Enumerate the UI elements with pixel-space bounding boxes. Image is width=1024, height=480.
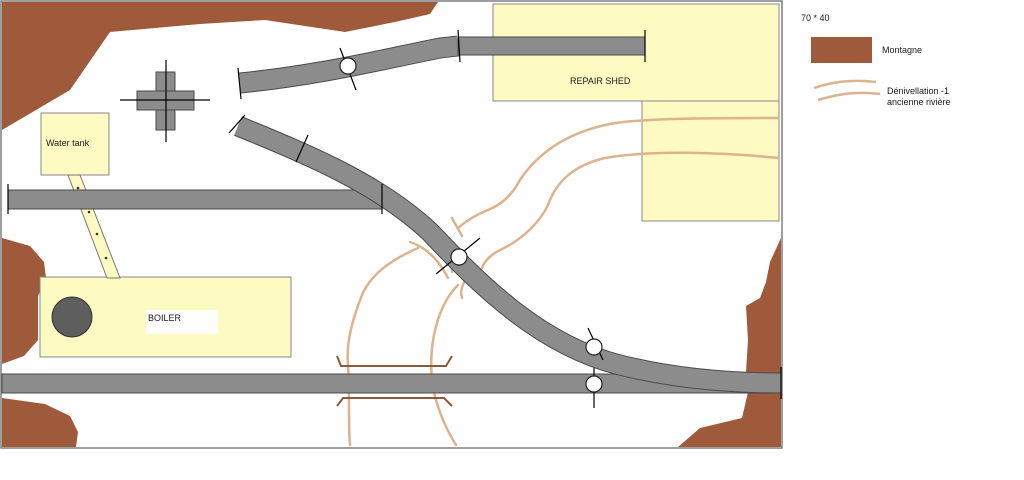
turnout-point: [339, 57, 357, 75]
track-left-straight: [7, 189, 383, 210]
end-stop: [228, 114, 246, 134]
legend-river-line-b: [817, 91, 881, 102]
tracks: [1, 35, 782, 394]
pipe-rivet: [87, 210, 91, 214]
boiler-label: BOILER: [148, 313, 182, 323]
river-bank-upper-a: [456, 116, 780, 230]
end-stop: [237, 67, 242, 100]
mountain-left-middle: [2, 238, 46, 364]
mountain-bottom-left: [2, 398, 78, 447]
turnout-point: [585, 338, 603, 356]
pipe-rivet: [95, 232, 99, 236]
mountains: [2, 2, 781, 447]
track-markers: [7, 29, 782, 408]
turnout-point: [585, 375, 603, 393]
legend-mountain-swatch: [811, 37, 872, 63]
water-tank-building: [40, 112, 110, 176]
bridge: [336, 355, 453, 407]
river-mouth-b: [408, 240, 450, 280]
river-bank-lower-b: [429, 283, 460, 447]
boiler-label-box: [146, 310, 218, 334]
legend-river-label-1: Dénivellation -1: [887, 86, 950, 96]
turnouts: [339, 57, 603, 393]
river-mouth-a: [450, 216, 464, 238]
track-repair-shed: [457, 36, 646, 56]
legend-mountain-label: Montagne: [882, 45, 923, 55]
repair-shed-label: REPAIR SHED: [570, 76, 631, 86]
legend-symbols: [811, 37, 881, 102]
legend-river-line-a: [813, 79, 877, 90]
pipe-rivet: [76, 186, 80, 190]
turnout-point: [450, 248, 468, 266]
water-tank-label: Water tank: [46, 138, 90, 148]
legend-river-label-2: ancienne rivière: [887, 97, 951, 107]
mountain-top-left: [2, 2, 438, 130]
pipe-rivet: [104, 256, 108, 260]
shed-annex-building: [641, 100, 780, 222]
scale-label: 70 * 40: [801, 13, 830, 23]
mountain-right: [678, 238, 781, 447]
track-diagonal-curve-fill: [234, 117, 782, 393]
bridge-rail-bottom: [336, 397, 453, 407]
boiler-tank-icon: [51, 296, 93, 338]
river-bank-upper-b: [480, 151, 780, 270]
bridge-rail-top: [336, 355, 453, 367]
river-bank-lower-a: [346, 246, 420, 447]
end-stop: [457, 29, 461, 63]
old-river: [346, 116, 780, 447]
separator: [295, 134, 309, 163]
